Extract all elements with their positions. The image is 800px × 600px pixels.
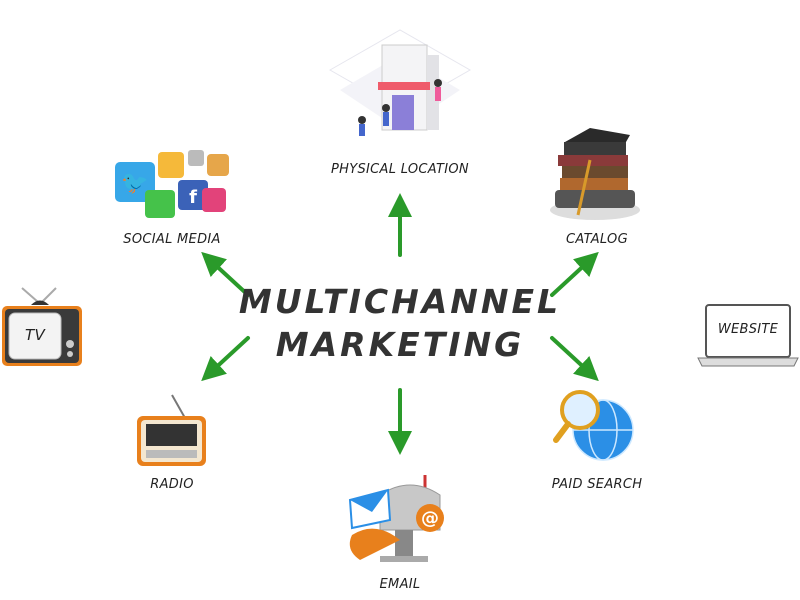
radio-icon [137,394,206,466]
label-email: EMAIL [379,577,421,592]
title-line-2: MARKETING [275,325,525,364]
tv-icon [2,287,82,366]
svg-text:@: @ [421,508,439,529]
arrow-lower-left [201,336,250,382]
arrow-upper-right [550,251,599,297]
label-physical-location: PHYSICAL LOCATION [331,162,469,177]
svg-text:f: f [189,187,197,208]
label-radio: RADIO [150,477,194,492]
label-catalog: CATALOG [566,232,628,247]
svg-text:🐦: 🐦 [121,171,148,196]
paid-search-globe-icon [553,390,634,461]
email-mailbox-icon: @ [348,475,444,562]
catalog-books-icon [550,128,640,220]
label-website: WEBSITE [717,322,779,337]
arrow-upper-left [201,251,250,297]
social-media-icons: 🐦 f [115,150,229,218]
store-icon [328,29,472,136]
laptop-icon [697,304,799,367]
title-line-1: MULTICHANNEL [238,282,562,321]
arrow-lower-right [550,336,599,382]
label-social-media: SOCIAL MEDIA [123,232,221,247]
label-tv: TV [24,326,46,344]
label-paid-search: PAID SEARCH [551,477,643,492]
